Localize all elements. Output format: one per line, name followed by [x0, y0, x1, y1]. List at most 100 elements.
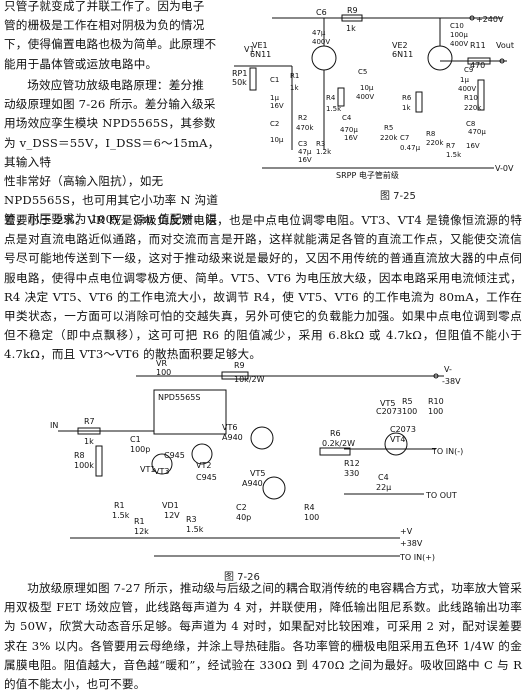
- svg-text:+38V: +38V: [400, 539, 423, 548]
- svg-text:VT5: VT5: [380, 399, 395, 408]
- svg-text:100: 100: [304, 513, 319, 522]
- svg-text:100: 100: [428, 407, 443, 416]
- svg-text:C9: C9: [464, 66, 473, 74]
- svg-text:R3: R3: [316, 140, 325, 148]
- svg-text:R11: R11: [470, 41, 486, 50]
- text-line: NPD5565S，也可用其它小功率 N 沟道: [4, 193, 219, 208]
- svg-text:R12: R12: [344, 459, 360, 468]
- svg-text:0.2k/2W: 0.2k/2W: [322, 439, 355, 448]
- svg-text:TO IN(-): TO IN(-): [431, 447, 463, 456]
- figure-7-25-schematic: R9 1k +240V VE1 6N11 C6 47μ 400V VE2 6N1…: [232, 6, 514, 180]
- svg-text:220k: 220k: [380, 134, 398, 142]
- svg-text:R4: R4: [304, 503, 315, 512]
- figure-title: SRPP 电子管前级: [336, 170, 399, 180]
- svg-text:10μ: 10μ: [360, 84, 374, 92]
- svg-text:VT6: VT6: [222, 423, 237, 432]
- svg-text:IN: IN: [50, 421, 58, 430]
- svg-text:16V: 16V: [298, 156, 312, 164]
- svg-text:1μ: 1μ: [460, 76, 469, 84]
- svg-text:100k: 100k: [74, 461, 94, 470]
- svg-text:6N11: 6N11: [392, 50, 413, 59]
- svg-text:C7: C7: [400, 134, 409, 142]
- svg-text:470μ: 470μ: [468, 128, 486, 136]
- svg-text:VR: VR: [156, 359, 167, 368]
- svg-text:330: 330: [344, 469, 359, 478]
- svg-text:400V: 400V: [458, 85, 476, 93]
- svg-text:C1: C1: [270, 76, 279, 84]
- svg-text:VT2: VT2: [196, 461, 211, 470]
- svg-text:C2073: C2073: [390, 425, 416, 434]
- text-line: 性非常好（高输入阻抗），如无: [4, 174, 164, 189]
- text-line: 场效应管功放级电路原理：差分推: [27, 78, 205, 92]
- text-line: 下，使得偏置电路也极为简单。此原理不: [4, 37, 217, 52]
- svg-text:470k: 470k: [296, 124, 314, 132]
- svg-text:C10: C10: [450, 22, 464, 30]
- svg-text:R1: R1: [290, 72, 299, 80]
- svg-text:NPD5565S: NPD5565S: [158, 393, 200, 402]
- paragraph-main: 差要小于 2%。VR 既是源极负反馈电阻，也是中点电位调零电阻。VT3、VT4 …: [4, 213, 522, 362]
- text-left-top: 只管子就变成了并联工作了。因为电子 管的栅极是工作在相对阴极为负的情况 下，使得…: [4, 0, 229, 74]
- svg-text:R3: R3: [186, 515, 197, 524]
- svg-text:22μ: 22μ: [376, 483, 391, 492]
- svg-text:R4: R4: [326, 94, 336, 102]
- svg-text:40p: 40p: [236, 513, 251, 522]
- svg-text:TO IN(+): TO IN(+): [399, 553, 435, 562]
- svg-text:-38V: -38V: [442, 377, 461, 386]
- svg-text:VT5: VT5: [250, 469, 265, 478]
- svg-text:+V: +V: [400, 527, 413, 536]
- svg-text:50k: 50k: [232, 78, 247, 87]
- svg-text:R1: R1: [134, 517, 145, 526]
- label-r9: R9: [347, 6, 358, 15]
- svg-text:C4: C4: [342, 114, 352, 122]
- text-left-mid: 场效应管功放级电路原理：差分推 动级原理如图 7-26 所示。差分输入级采 用场…: [4, 76, 229, 230]
- svg-text:16V: 16V: [466, 142, 480, 150]
- svg-text:16V: 16V: [344, 134, 358, 142]
- svg-text:220k: 220k: [464, 104, 482, 112]
- text-line: 只管子就变成了并联工作了。因为电子: [4, 0, 205, 13]
- svg-text:A940: A940: [222, 433, 243, 442]
- text-line: 用场效应孪生模块 NPD5565S，其参数: [4, 116, 216, 131]
- svg-text:R7: R7: [84, 417, 95, 426]
- svg-text:R10: R10: [428, 397, 444, 406]
- svg-text:100p: 100p: [130, 445, 150, 454]
- svg-text:1.5k: 1.5k: [326, 105, 342, 113]
- svg-text:R9: R9: [234, 361, 245, 370]
- svg-text:1k: 1k: [84, 437, 94, 446]
- svg-text:R6: R6: [330, 429, 341, 438]
- svg-text:470μ: 470μ: [340, 126, 358, 134]
- svg-text:47μ: 47μ: [298, 148, 312, 156]
- svg-text:VT4: VT4: [390, 435, 405, 444]
- svg-text:V-0V: V-0V: [495, 164, 514, 173]
- svg-text:1.5k: 1.5k: [112, 511, 130, 520]
- svg-text:10k/2W: 10k/2W: [234, 375, 265, 384]
- svg-text:R10: R10: [464, 94, 478, 102]
- figure-7-26-schematic: VR 100 R9 10k/2W V- -38V NPD5565S IN R7 …: [50, 359, 463, 562]
- svg-text:C2073: C2073: [376, 407, 402, 416]
- svg-text:1k: 1k: [346, 24, 356, 33]
- svg-text:VE2: VE2: [392, 41, 408, 50]
- text-line: 管，耐压要求为 100V，Gm 值配对，误: [4, 212, 218, 227]
- svg-text:VT1: VT1: [140, 465, 155, 474]
- svg-text:1μ: 1μ: [270, 94, 279, 102]
- svg-text:470: 470: [470, 61, 485, 70]
- figure-caption-7-25: 图 7-25: [380, 191, 416, 202]
- svg-text:VE1: VE1: [252, 41, 268, 50]
- svg-text:Vout: Vout: [496, 41, 514, 50]
- svg-text:400V: 400V: [356, 93, 374, 101]
- svg-text:400V: 400V: [450, 40, 468, 48]
- svg-text:C4: C4: [378, 473, 389, 482]
- text-line: 为 v_DSS＝55V，I_DSS＝6～15mA，其输入特: [4, 135, 220, 169]
- svg-text:C5: C5: [358, 68, 367, 76]
- svg-text:RP1: RP1: [232, 69, 247, 78]
- svg-text:400V: 400V: [312, 38, 330, 46]
- svg-text:16V: 16V: [270, 102, 284, 110]
- text-line: 动级原理如图 7-26 所示。差分输入级采: [4, 97, 216, 112]
- svg-text:C945: C945: [196, 473, 217, 482]
- label-supply: +240V: [476, 15, 504, 24]
- svg-text:C6: C6: [316, 8, 327, 17]
- svg-text:220k: 220k: [426, 139, 444, 147]
- svg-text:12k: 12k: [134, 527, 149, 536]
- svg-text:0.47μ: 0.47μ: [400, 144, 421, 152]
- svg-text:12V: 12V: [164, 511, 180, 520]
- svg-text:1.5k: 1.5k: [186, 525, 204, 534]
